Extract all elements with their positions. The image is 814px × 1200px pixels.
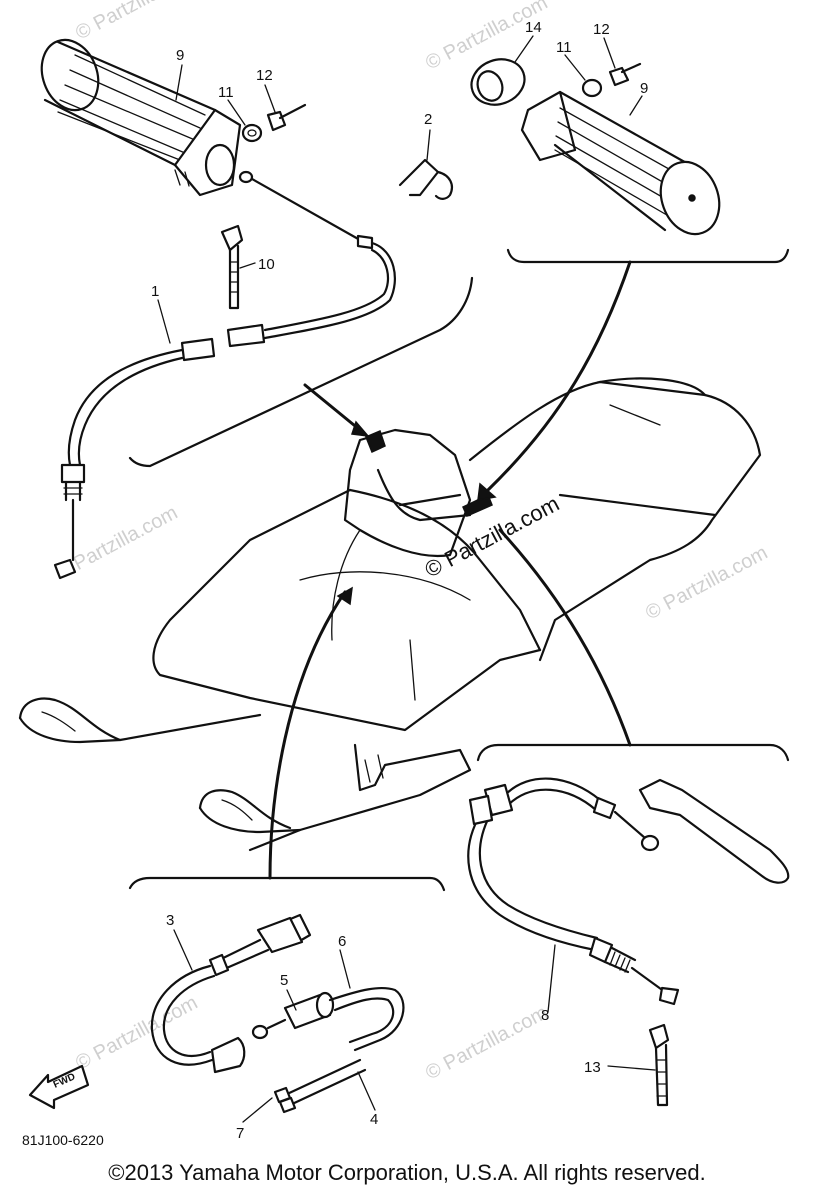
callout-8: 8 — [541, 1007, 549, 1024]
diagram-canvas: © Partzilla.com © Partzilla.com © Partzi… — [18, 0, 790, 1148]
brake-cable-assembly — [467, 777, 790, 1107]
callout-12-right: 12 — [593, 21, 610, 38]
watermark: © Partzilla.com — [422, 1002, 551, 1085]
grip-left — [40, 38, 242, 197]
callout-14: 14 — [525, 19, 542, 36]
throttle-cable — [53, 170, 396, 580]
callout-11-left: 11 — [218, 84, 234, 101]
watermark: © Partzilla.com — [72, 0, 201, 44]
bracket-bottom-left — [128, 586, 446, 892]
watermark: © Partzilla.com — [72, 992, 201, 1075]
snowmobile-body — [18, 377, 762, 852]
callout-5: 5 — [280, 972, 288, 989]
nut-bolt-right — [581, 62, 642, 98]
grip-right — [520, 90, 721, 236]
nut-bolt-left — [241, 103, 307, 143]
callout-4: 4 — [370, 1111, 378, 1128]
callout-12-left: 12 — [256, 67, 273, 84]
callout-13: 13 — [584, 1059, 601, 1076]
copyright-footer: ©2013 Yamaha Motor Corporation, U.S.A. A… — [108, 1160, 706, 1185]
bracket-top-left — [128, 276, 474, 468]
callout-9-left: 9 — [176, 47, 184, 64]
leader-lines — [157, 35, 656, 1123]
starter-cable-assembly — [150, 913, 405, 1114]
bracket-bottom-right — [476, 528, 790, 762]
diagram-code: 81J100-6220 — [22, 1132, 104, 1148]
callouts: 9 11 12 2 10 1 14 11 12 9 3 5 6 7 4 8 13 — [151, 19, 648, 1142]
callout-10: 10 — [258, 256, 275, 273]
callout-3: 3 — [166, 912, 174, 929]
callout-11-right: 11 — [556, 39, 572, 56]
callout-6: 6 — [338, 933, 346, 950]
watermark: © Partzilla.com — [642, 542, 771, 625]
callout-1: 1 — [151, 283, 159, 300]
callout-9-right: 9 — [640, 80, 648, 97]
bracket-top-right — [477, 248, 790, 501]
cable-tie-top — [220, 224, 244, 310]
callout-2: 2 — [424, 111, 432, 128]
callout-7: 7 — [236, 1125, 244, 1142]
watermarks: © Partzilla.com © Partzilla.com © Partzi… — [52, 0, 771, 1084]
ring-right — [470, 58, 526, 106]
fwd-arrow: FWD — [28, 1064, 90, 1110]
clip — [398, 158, 454, 200]
